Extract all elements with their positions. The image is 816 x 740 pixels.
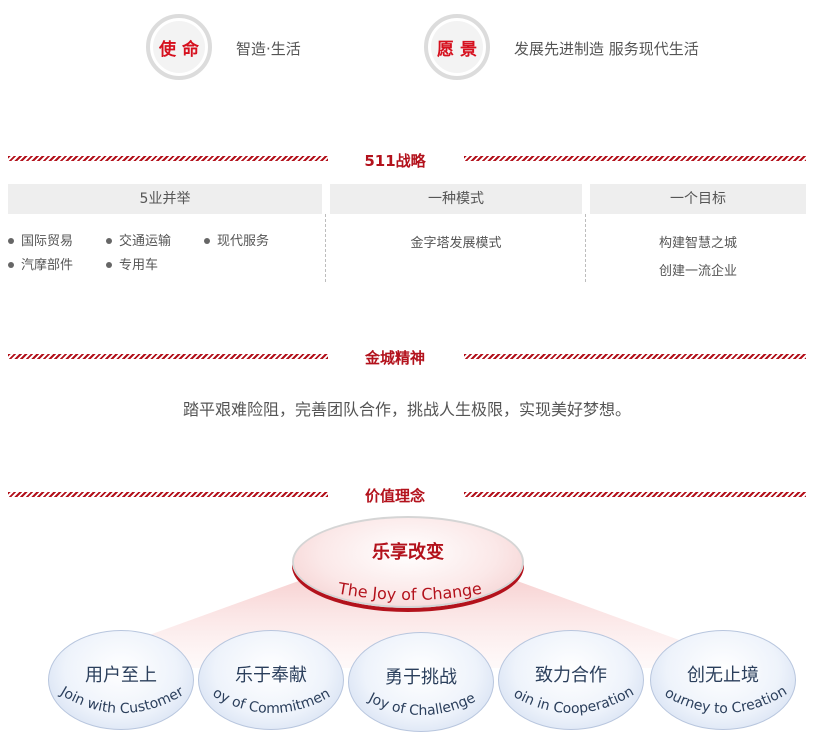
bullet-icon [106,237,112,244]
svg-text:Joy of Commitment: Joy of Commitment [199,631,333,717]
bullet-icon [204,237,210,244]
svg-text:Joy of Challenge: Joy of Challenge [365,690,478,719]
value-4-en-arc: Join in Cooperation [499,631,637,717]
mission-text: 智造·生活 [236,40,301,58]
bullet-icon [8,261,14,268]
list-item: 汽摩部件 [8,254,73,273]
divider-right [464,492,806,497]
value-bubble-5: 创无止境 Journey to Creation [650,630,796,730]
value-5-cn: 创无止境 [687,665,759,686]
list-item: 国际贸易 [8,230,73,249]
svg-text:Journey to Creation: Journey to Creation [651,631,790,717]
value-3-en: Joy of Challenge [365,690,478,719]
column-separator [325,214,326,282]
list-item: 金字塔发展模式 [410,236,502,251]
values-title: 价值理念 [364,487,425,505]
bullet-icon [106,261,112,268]
value-2-en: Joy of Commitment [199,631,333,717]
list-item: 创建一流企业 [658,264,737,279]
value-4-en: Join in Cooperation [499,631,637,717]
vision-label: 愿景 [437,39,483,60]
spirit-title: 金城精神 [364,349,425,367]
value-1-cn: 用户至上 [85,665,157,686]
strategy-col-1-header: 5业并举 [8,184,322,214]
lead-value: 乐享改变 The Joy of Change [292,516,524,608]
value-5-en: Journey to Creation [651,631,790,717]
value-bubble-1: 用户至上 Join with Customer [48,630,194,730]
bullet-icon [8,237,14,244]
svg-text:Join with Customer: Join with Customer [57,683,187,717]
list-item: 现代服务 [204,230,269,249]
divider-left [8,354,328,359]
divider-left [8,492,328,497]
value-2-en-arc: Joy of Commitment [199,631,333,717]
value-3-cn: 勇于挑战 [385,667,457,688]
lead-value-en: The Joy of Change [336,579,483,605]
list-item: 交通运输 [106,230,171,249]
lead-value-en-arc: The Joy of Change [336,579,483,605]
strategy-title: 511战略 [364,152,426,170]
value-bubble-4: 致力合作 Join in Cooperation [498,630,644,730]
list-item: 构建智慧之城 [658,236,737,251]
vision-badge: 愿景 [424,14,490,80]
value-1-en-arc: Join with Customer [57,683,187,717]
value-1-en: Join with Customer [57,683,187,717]
lead-value-cn: 乐享改变 [372,542,444,563]
value-bubble-2: 乐于奉献 Joy of Commitment [198,630,344,730]
value-5-en-arc: Journey to Creation [651,631,790,717]
divider-left [8,156,328,161]
value-4-cn: 致力合作 [535,665,607,686]
svg-text:The Joy of Change: The Joy of Change [336,579,483,605]
value-bubble-3: 勇于挑战 Joy of Challenge [348,632,494,732]
column-separator [585,214,586,282]
svg-text:Join in Cooperation: Join in Cooperation [499,631,637,717]
strategy-col-3-header: 一个目标 [590,184,806,214]
spirit-text: 踏平艰难险阻，完善团队合作，挑战人生极限，实现美好梦想。 [182,400,631,419]
divider-right [464,156,806,161]
list-item: 专用车 [106,254,158,273]
divider-right [464,354,806,359]
strategy-col-2-header: 一种模式 [330,184,582,214]
vision-text: 发展先进制造 服务现代生活 [514,40,699,58]
mission-badge: 使命 [146,14,212,80]
value-2-cn: 乐于奉献 [235,665,307,686]
value-3-en-arc: Joy of Challenge [365,690,478,719]
mission-label: 使命 [159,39,205,60]
